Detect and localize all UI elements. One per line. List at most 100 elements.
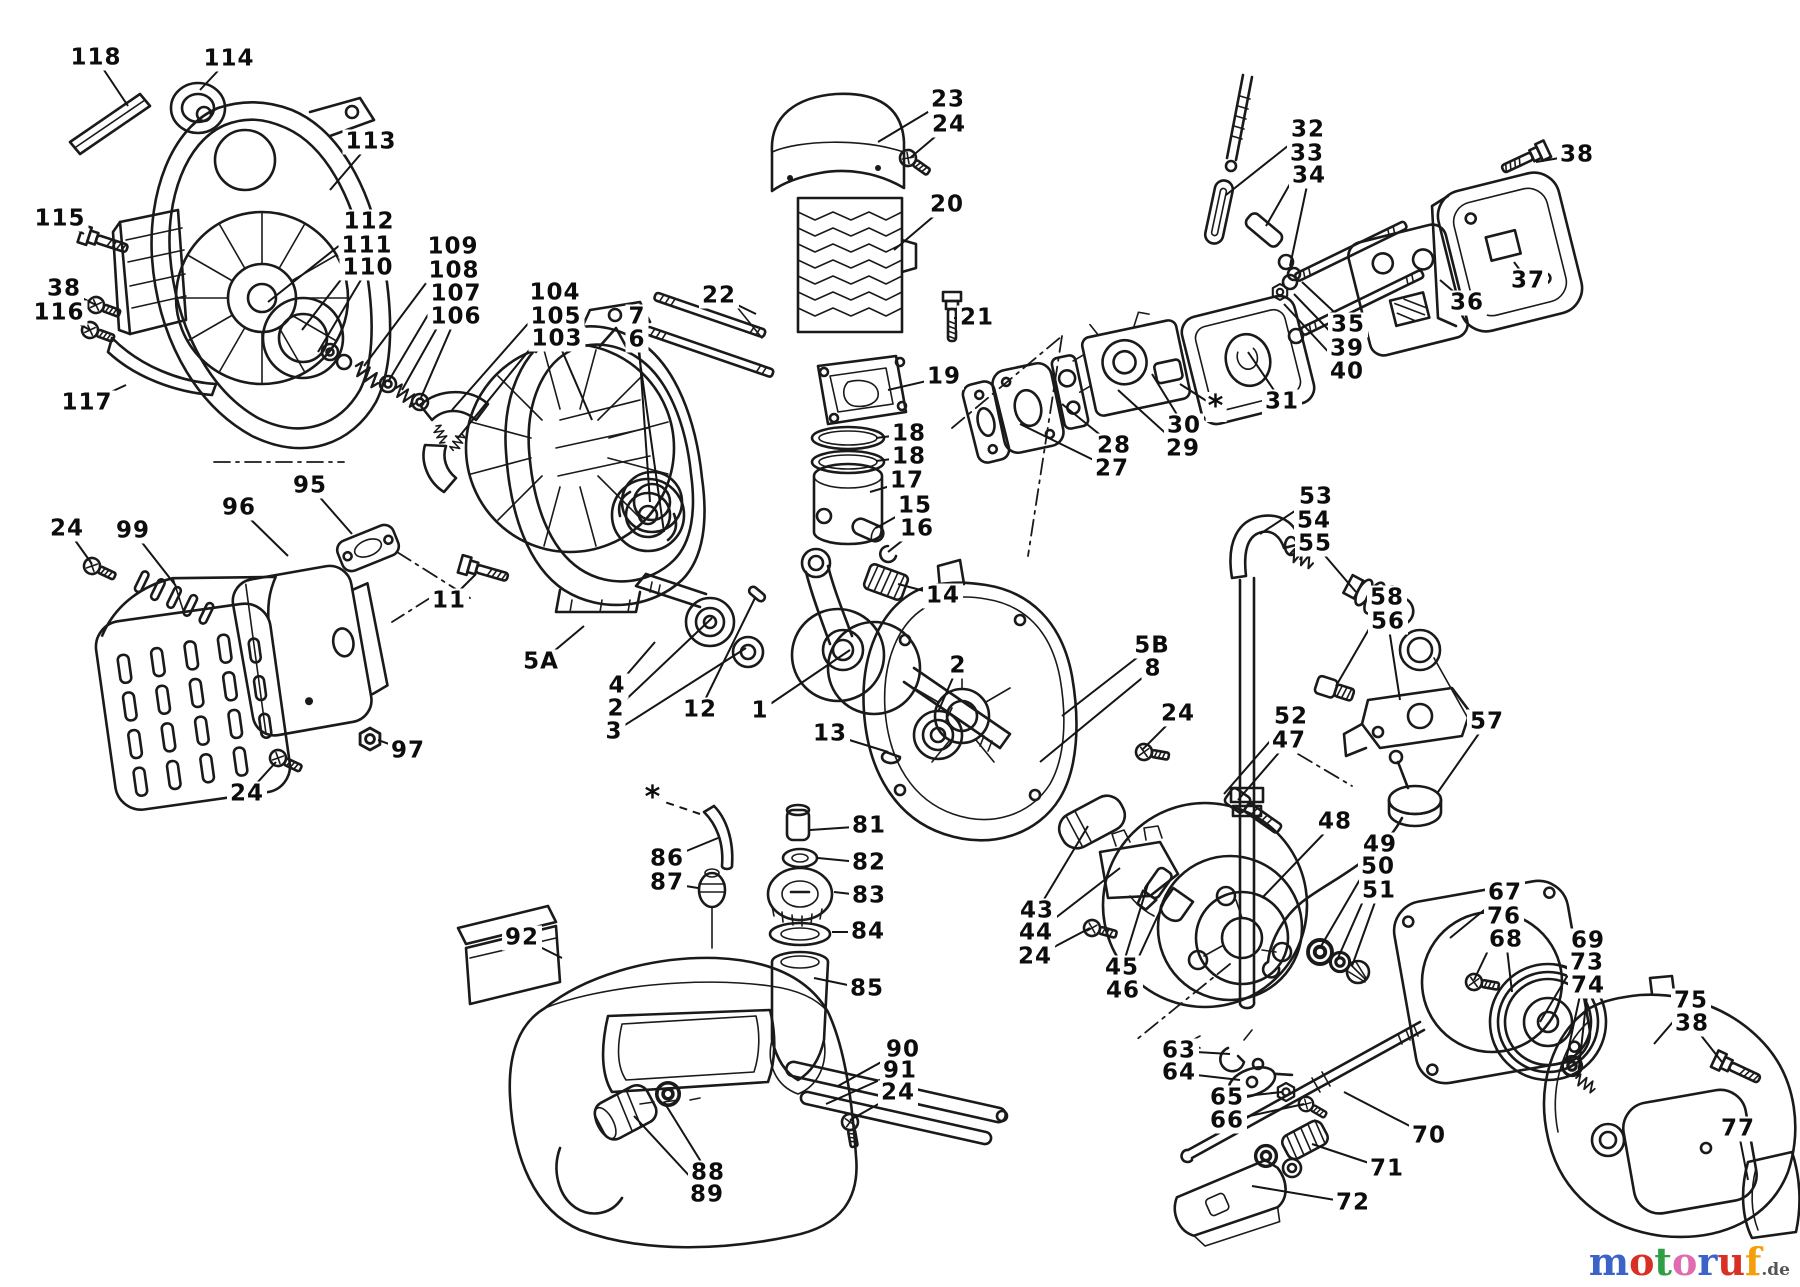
part-label-18-26: 18 — [888, 444, 930, 470]
part-label-36-36: 36 — [1446, 290, 1488, 316]
part-label-52-55: 52 — [1270, 704, 1312, 730]
part-label-77-107: 77 — [1717, 1116, 1759, 1142]
part-label-15-28: 15 — [894, 493, 936, 519]
part-label-16-29: 16 — [896, 516, 938, 542]
part-label-71-109: 71 — [1366, 1156, 1408, 1182]
part-label-5B-52: 5B — [1131, 633, 1173, 659]
part-label-104-14: 104 — [526, 280, 584, 306]
crankcase-left — [504, 300, 706, 614]
part-label-12-72: 12 — [679, 697, 721, 723]
part-label-27-44: 27 — [1091, 456, 1133, 482]
part-label-13-74: 13 — [809, 721, 851, 747]
part-label-58-49: 58 — [1366, 585, 1408, 611]
part-label-75-105: 75 — [1670, 988, 1712, 1014]
watermark-letter: t — [1654, 1239, 1672, 1284]
part-label-21-23: 21 — [956, 305, 998, 331]
part-label-76-100: 76 — [1483, 904, 1525, 930]
part-label-28-43: 28 — [1093, 433, 1135, 459]
part-label-105-15: 105 — [527, 304, 585, 330]
part-label-116-12: 116 — [30, 300, 88, 326]
part-label-112-4: 112 — [340, 209, 398, 235]
part-label-117-13: 117 — [58, 390, 116, 416]
fan-housing — [106, 96, 392, 450]
part-label-23-20: 23 — [927, 87, 969, 113]
part-label-44-91: 44 — [1015, 920, 1057, 946]
part-label-20-22: 20 — [926, 192, 968, 218]
clutch-drum-right — [1101, 801, 1371, 1009]
part-label-24-92: 24 — [1014, 944, 1056, 970]
muffler-group — [80, 523, 401, 811]
part-label-2-70: 2 — [604, 696, 628, 722]
part-label-29-42: 29 — [1162, 436, 1204, 462]
part-label-113-2: 113 — [342, 129, 400, 155]
part-label-1-73: 1 — [748, 698, 772, 724]
part-label-47-56: 47 — [1268, 728, 1310, 754]
part-label-38-34: 38 — [1556, 142, 1598, 168]
part-label-24-66: 24 — [226, 781, 268, 807]
part-label-34-33: 34 — [1288, 163, 1330, 189]
part-label-82-77: 82 — [848, 850, 890, 876]
part-label-70-108: 70 — [1408, 1123, 1450, 1149]
air-filter-group — [1180, 139, 1584, 426]
part-label-103-16: 103 — [528, 326, 586, 352]
part-label-50-59: 50 — [1357, 854, 1399, 880]
watermark-domain-suffix: .de — [1761, 1260, 1790, 1280]
part-label-64-96: 64 — [1158, 1060, 1200, 1086]
grommet-and-plate — [68, 81, 227, 348]
part-label-asterisk-83: * — [642, 780, 664, 815]
part-label-92-84: 92 — [501, 925, 543, 951]
part-label-69-102: 69 — [1567, 928, 1609, 954]
part-label-40-39: 40 — [1326, 359, 1368, 385]
part-label-39-38: 39 — [1326, 336, 1368, 362]
part-label-2-75: 2 — [946, 653, 970, 679]
part-label-4-69: 4 — [605, 673, 629, 699]
part-label-99-62: 99 — [112, 518, 154, 544]
part-label-89-89: 89 — [686, 1182, 728, 1208]
misc-fasteners — [1133, 741, 1283, 834]
part-label-24-54: 24 — [1157, 701, 1199, 727]
part-label-24-61: 24 — [46, 516, 88, 542]
part-label-87-82: 87 — [646, 870, 688, 896]
part-label-88-88: 88 — [687, 1160, 729, 1186]
part-label-17-27: 17 — [886, 468, 928, 494]
part-label-97-65: 97 — [387, 738, 429, 764]
part-label-18-25: 18 — [888, 421, 930, 447]
part-label-66-98: 66 — [1206, 1108, 1248, 1134]
part-label-68-101: 68 — [1485, 927, 1527, 953]
part-label-6-18: 6 — [625, 327, 649, 353]
part-label-30-41: 30 — [1163, 413, 1205, 439]
part-label-35-37: 35 — [1327, 312, 1369, 338]
part-label-118-0: 118 — [67, 45, 125, 71]
part-label-67-99: 67 — [1484, 880, 1526, 906]
watermark-logo[interactable]: motoruf.de — [1589, 1243, 1790, 1281]
part-label-114-1: 114 — [200, 46, 258, 72]
part-label-107-9: 107 — [427, 281, 485, 307]
part-label-19-24: 19 — [923, 364, 965, 390]
part-label-96-63: 96 — [218, 495, 260, 521]
part-label-asterisk-45: * — [1205, 389, 1227, 424]
part-label-48-57: 48 — [1314, 809, 1356, 835]
part-label-24-87: 24 — [877, 1080, 919, 1106]
watermark-brand-text: motoruf — [1589, 1239, 1762, 1284]
part-label-51-60: 51 — [1358, 878, 1400, 904]
part-label-37-35: 37 — [1507, 268, 1549, 294]
part-label-86-81: 86 — [646, 846, 688, 872]
part-label-63-95: 63 — [1158, 1038, 1200, 1064]
part-label-43-90: 43 — [1016, 898, 1058, 924]
part-label-49-58: 49 — [1359, 832, 1401, 858]
part-label-38-11: 38 — [43, 276, 85, 302]
part-label-3-71: 3 — [602, 719, 626, 745]
part-label-108-8: 108 — [425, 258, 483, 284]
part-label-74-104: 74 — [1567, 973, 1609, 999]
watermark-letter: m — [1588, 1239, 1630, 1284]
part-label-31-40: 31 — [1261, 389, 1303, 415]
part-label-106-10: 106 — [427, 304, 485, 330]
part-label-14-30: 14 — [922, 583, 964, 609]
part-label-8-53: 8 — [1141, 656, 1165, 682]
part-label-53-46: 53 — [1295, 484, 1337, 510]
part-label-109-7: 109 — [424, 234, 482, 260]
part-label-11-67: 11 — [428, 588, 470, 614]
part-label-45-93: 45 — [1101, 955, 1143, 981]
part-label-110-6: 110 — [339, 255, 397, 281]
